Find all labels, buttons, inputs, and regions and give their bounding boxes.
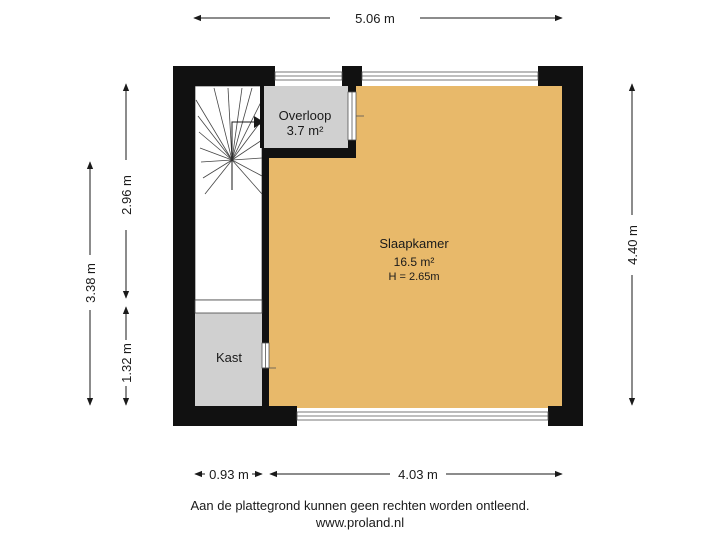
kast-name: Kast [216,350,242,365]
overloop-name: Overloop [279,108,332,123]
overloop-area: 3.7 m² [287,123,325,138]
doors [261,91,364,369]
dim-left-upper: 2.96 m [119,175,134,215]
staircase [194,85,263,301]
kast-floor [195,313,262,406]
slaapkamer-height: H = 2.65m [388,271,439,283]
windows [274,71,549,421]
stair-direction-arrow-icon [254,116,264,128]
slaapkamer-area: 16.5 m² [394,255,435,269]
stair-kast-divider [194,299,263,314]
dimension-lines [86,14,636,478]
dim-bottom-right: 4.03 m [398,467,438,482]
disclaimer-text: Aan de plattegrond kunnen geen rechten w… [190,498,530,513]
dim-right-height: 4.40 m [625,225,640,265]
dim-left-outer: 3.38 m [83,263,98,303]
walls [173,66,583,426]
dim-left-lower: 1.32 m [119,343,134,383]
slaapkamer-name: Slaapkamer [379,236,449,251]
dim-bottom-left: 0.93 m [209,467,249,482]
dim-top-width: 5.06 m [355,11,395,26]
website-text: www.proland.nl [315,515,405,530]
overloop-floor [264,86,348,148]
